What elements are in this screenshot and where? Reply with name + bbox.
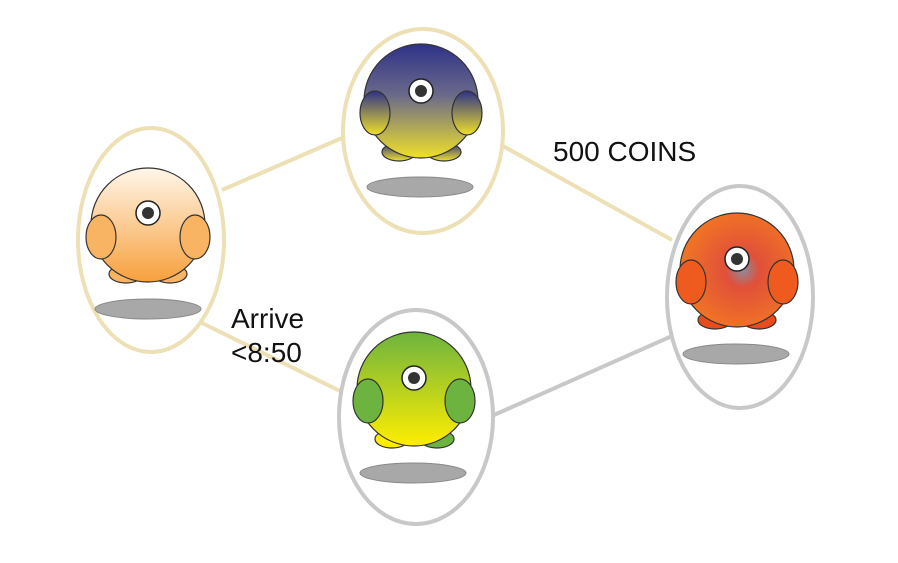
shadow <box>359 462 467 484</box>
node-red-orange-goal[interactable] <box>665 184 815 410</box>
red-orange-creature-icon <box>675 212 799 330</box>
navy-gold-creature-icon <box>359 43 483 162</box>
edge-label-arrive-line1: Arrive <box>231 303 305 334</box>
orange-creature-icon <box>85 167 211 284</box>
shadow <box>682 343 790 365</box>
green-yellow-creature-icon <box>352 331 476 449</box>
edge-label-arrive: Arrive <8:50 <box>231 302 304 370</box>
edge-orange-to-navy <box>221 136 343 192</box>
edges <box>199 136 673 417</box>
edge-navy-to-red <box>502 144 673 242</box>
edge-green-to-red <box>493 334 673 417</box>
shadow <box>366 176 474 198</box>
edge-label-coins: 500 COINS <box>553 136 697 167</box>
node-navy-gold[interactable] <box>341 27 505 235</box>
node-orange-start[interactable] <box>76 126 226 354</box>
edge-label-arrive-line2: <8:50 <box>231 337 302 368</box>
edge-orange-to-green <box>199 320 343 394</box>
shadow <box>94 298 202 320</box>
node-green-yellow[interactable] <box>337 308 495 526</box>
